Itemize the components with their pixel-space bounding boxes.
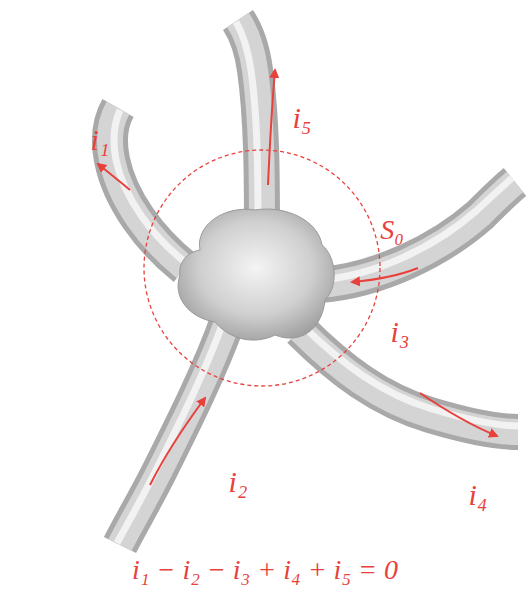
arrow-2	[150, 398, 205, 485]
surface-label: S₀	[380, 216, 404, 244]
wires	[110, 20, 518, 545]
wire-2	[117, 320, 228, 545]
gauss-surface	[144, 150, 380, 386]
current-label: i₄	[469, 480, 488, 510]
wire-3	[320, 178, 515, 285]
current-label: i₅	[293, 103, 312, 133]
arrow-1	[98, 164, 130, 190]
junction-blob	[178, 209, 334, 340]
arrow-5	[268, 70, 275, 185]
junction-equation: i₁ − i₂ − i₃ + i₄ + i₅ = 0	[132, 556, 398, 584]
current-arrows	[98, 70, 497, 485]
current-label: i₂	[229, 467, 248, 497]
current-label: i₁	[91, 125, 110, 155]
wire-1	[110, 108, 185, 268]
arrow-4	[420, 393, 497, 436]
current-label: i₃	[391, 317, 410, 347]
wire-5	[236, 20, 262, 235]
arrow-3	[352, 268, 418, 282]
